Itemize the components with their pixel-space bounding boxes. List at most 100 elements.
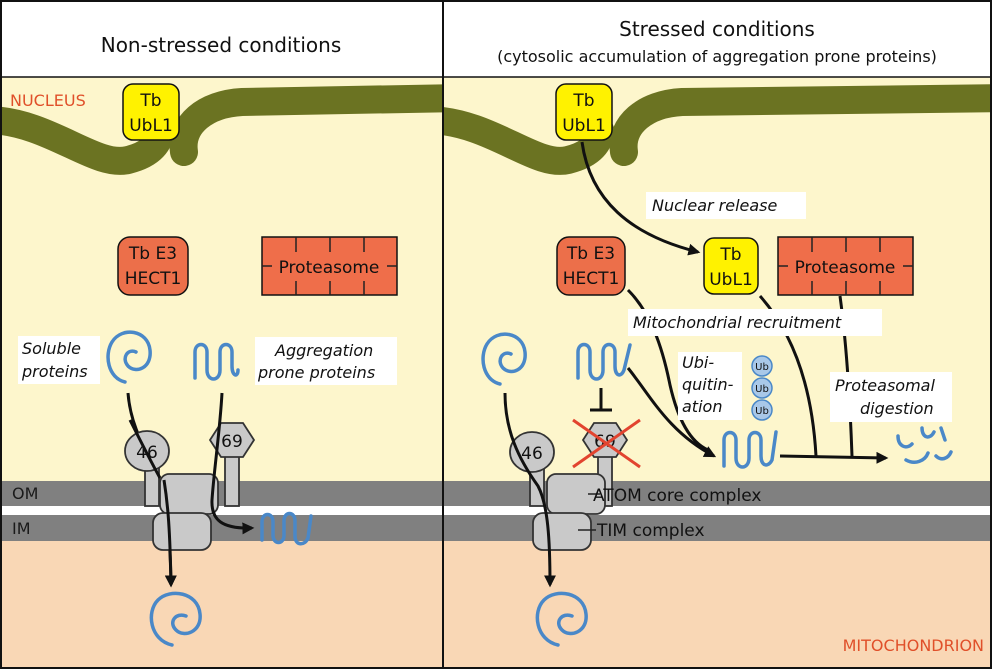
tim-complex — [152, 512, 212, 551]
tom69-anchor — [224, 453, 240, 507]
imported-soluble-protein-icon — [149, 591, 202, 647]
proteasome-label: Proteasome — [795, 258, 896, 278]
fragment — [896, 434, 914, 449]
envelope-segment — [444, 107, 614, 175]
envelope-segment — [1, 106, 174, 175]
import-arrow-aggregation — [210, 392, 255, 535]
aggregation-protein-icon — [576, 342, 632, 381]
ubl1-line2: UbL1 — [129, 116, 173, 136]
tom69-blocked-cross — [572, 418, 641, 469]
nuclear-release-arrow — [580, 141, 701, 256]
tom46-receptor — [509, 431, 555, 473]
ubiquitin-label: Ub — [755, 406, 769, 417]
envelope-segment — [609, 84, 991, 166]
ubl1-line1: Tb — [139, 91, 161, 111]
fragment — [920, 426, 936, 439]
nuclear-release-label: Nuclear release — [646, 192, 806, 219]
ubiquitination-line3: ation — [682, 397, 722, 416]
atom-complex-label: ATOM core complex — [593, 486, 761, 506]
ubl1-box: Tb UbL1 — [122, 83, 180, 141]
nuclear-release-text: Nuclear release — [652, 196, 778, 215]
e3-box-stressed: Tb E3 HECT1 — [556, 236, 626, 296]
imported-aggregation-protein-icon — [260, 511, 313, 546]
import-arrow-soluble-overlay — [128, 419, 162, 479]
proteasome-label: Proteasome — [279, 258, 380, 278]
im-label: IM — [12, 519, 31, 538]
label-background — [678, 352, 742, 420]
ubiquitin-icon — [751, 377, 773, 399]
aggregation-proteins-label: Aggregation prone proteins — [255, 337, 397, 385]
e3-shape — [117, 236, 189, 296]
label-background — [830, 372, 952, 422]
soluble-line1: Soluble — [22, 339, 81, 358]
soluble-protein-icon — [106, 330, 152, 384]
title-left: Non-stressed conditions — [101, 33, 342, 57]
proteasomal-line2: digestion — [860, 399, 934, 418]
proteasome-box: Proteasome — [261, 236, 398, 296]
label-background — [628, 309, 882, 336]
ubl1-line2: UbL1 — [562, 116, 606, 136]
aggregation-protein-icon — [193, 342, 240, 381]
e3-shape — [556, 236, 626, 296]
fragment — [904, 451, 930, 464]
header-band — [0, 0, 992, 77]
ubl1-box-released: Tb UbL1 — [703, 237, 759, 295]
nucleus-label: NUCLEUS — [10, 91, 86, 110]
proteasome-box-stressed: Proteasome — [777, 236, 914, 296]
imported-soluble-protein-icon — [535, 591, 588, 647]
e3-line2: HECT1 — [125, 269, 182, 289]
matrix-region — [0, 541, 992, 669]
ubl1-shape — [703, 237, 759, 295]
mito-recruitment-text: Mitochondrial recruitment — [633, 313, 842, 332]
label-background — [255, 337, 397, 385]
label-background — [18, 336, 100, 384]
import-arrow-soluble-through — [162, 479, 177, 588]
subtitle-right: (cytosolic accumulation of aggregation p… — [497, 47, 937, 66]
mito-recruitment-label: Mitochondrial recruitment — [628, 309, 882, 336]
ubiquitinated-protein-icon — [722, 430, 778, 469]
soluble-protein-icon — [481, 332, 527, 386]
ubiquitin-label: Ub — [755, 384, 769, 395]
aggregation-to-ubiquitination-arrow — [626, 367, 717, 458]
proteasomal-digestion-label: Proteasomal digestion — [830, 372, 952, 422]
nuclear-envelope-left — [1, 84, 442, 175]
tim-complex — [532, 512, 592, 551]
e3-line2: HECT1 — [563, 269, 620, 289]
digested-fragments-icon — [896, 426, 953, 464]
ubl1-shape — [555, 83, 613, 141]
panel-non-stressed: Tb UbL1 Tb E3 HECT1 Proteasome Soluble p… — [18, 83, 398, 647]
ubl1-line2: UbL1 — [709, 270, 753, 290]
ubiquitination-line2: quitin- — [682, 375, 734, 394]
ubiquitin-chain: Ub Ub Ub — [751, 355, 773, 421]
aggregation-line2: prone proteins — [257, 363, 375, 382]
soluble-line2: proteins — [21, 362, 88, 381]
mitochondrion-label: MITOCHONDRION — [843, 636, 984, 655]
import-arrow-soluble — [503, 392, 556, 588]
ubiquitin-icon — [751, 355, 773, 377]
ubiquitination-line1: Ubi- — [682, 353, 714, 372]
proteasomal-degradation-arrow — [779, 451, 889, 464]
inner-membrane — [0, 515, 992, 541]
e3-box: Tb E3 HECT1 — [117, 236, 189, 296]
soluble-proteins-label: Soluble proteins — [18, 336, 100, 384]
ubiquitin-label: Ub — [755, 362, 769, 373]
ubl1-box-nuclear: Tb UbL1 — [555, 83, 613, 141]
om-label: OM — [12, 484, 38, 503]
e3-line1: Tb E3 — [128, 244, 177, 264]
ubl1-line1: Tb — [572, 91, 594, 111]
tim-complex-label: TIM complex — [596, 521, 705, 541]
fragment — [939, 426, 947, 442]
fragment — [934, 450, 953, 461]
ubl1-shape — [122, 83, 180, 141]
envelope-segment — [169, 84, 442, 166]
title-right: Stressed conditions — [619, 17, 815, 41]
tom69-label: 69 — [221, 432, 243, 452]
ubiquitination-label: Ubi- quitin- ation — [678, 352, 742, 420]
e3-line1: Tb E3 — [566, 244, 615, 264]
ubl1-line1: Tb — [719, 245, 741, 265]
proteasomal-line1: Proteasomal — [835, 376, 935, 395]
nuclear-envelope-right — [444, 84, 991, 175]
label-background — [646, 192, 806, 219]
